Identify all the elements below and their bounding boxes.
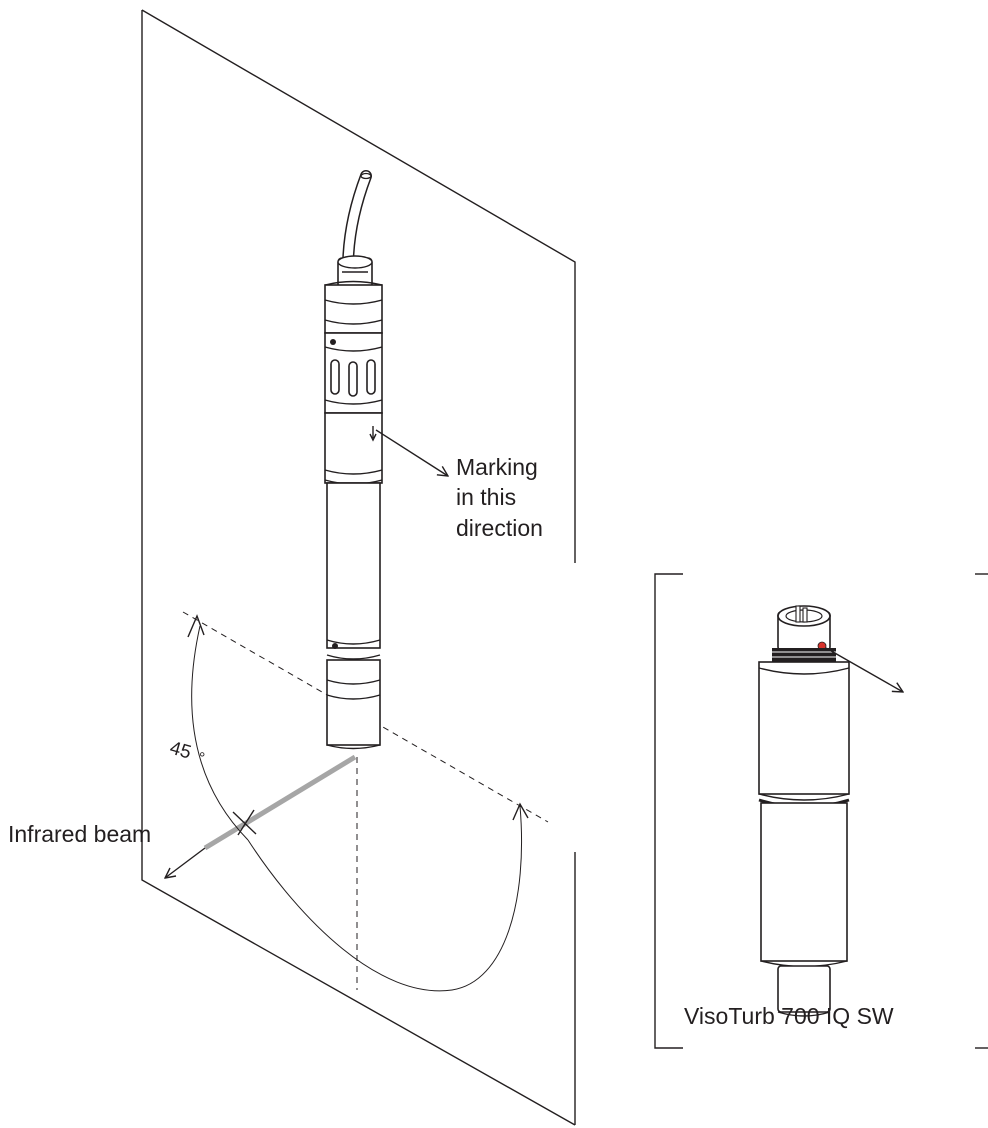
infrared-beam-label: Infrared beam: [8, 821, 151, 847]
infrared-beam: [165, 754, 357, 878]
marking-label-line-3: direction: [456, 515, 543, 541]
sensor-probe: [324, 170, 383, 750]
marking-label-line-1: Marking: [456, 454, 538, 480]
inset-marking-arrow: [825, 647, 903, 692]
angle-unit-label: °: [199, 750, 205, 767]
angle-arc: [187, 614, 529, 992]
inset-frame: [654, 573, 988, 1049]
sensor-name-label: VisoTurb 700 IQ SW: [684, 1003, 894, 1029]
marking-direction-arrow: [375, 429, 448, 476]
wall-plane: [141, 9, 576, 1126]
inset-sensor: [758, 605, 850, 1017]
marking-label-line-2: in this: [456, 484, 516, 510]
angle-label: 45: [167, 738, 193, 764]
